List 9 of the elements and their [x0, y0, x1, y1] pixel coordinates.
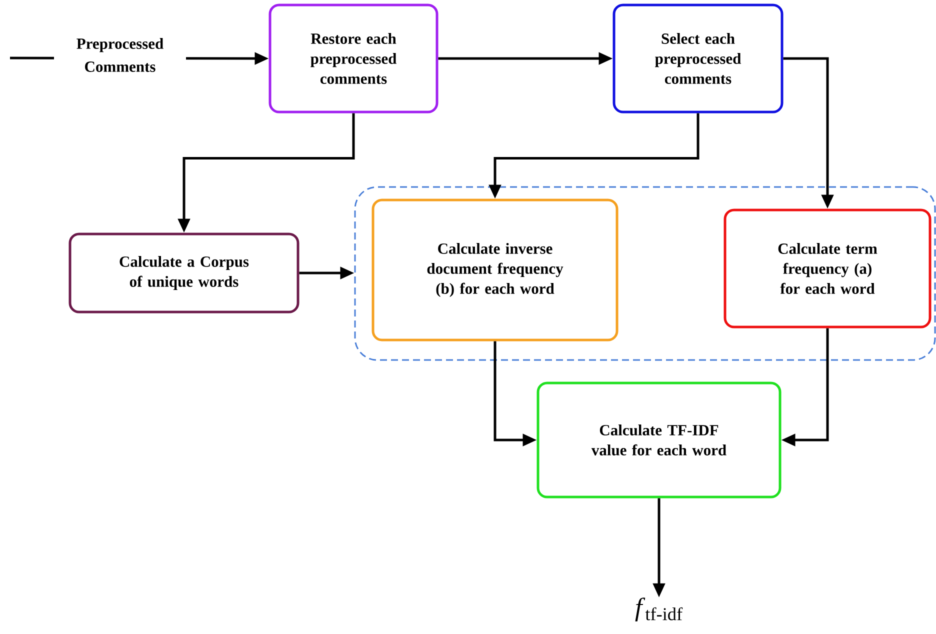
process-box: Calculate inverse document frequency (b) for each word — [372, 198, 618, 342]
process-box: Calculate TF-IDF value for each word — [536, 382, 782, 498]
edge-label: Preprocessed Comments — [54, 37, 186, 73]
group-box — [354, 186, 936, 361]
process-box: Calculate a Corpus of unique words — [68, 232, 300, 314]
process-box: Select each preprocessed comments — [612, 4, 784, 114]
process-box: Calculate term frequency (a) for each word — [724, 208, 932, 328]
output-symbol: f$_{tf-idf}$ — [635, 598, 683, 622]
process-box: Restore each preprocessed comments — [268, 4, 438, 114]
